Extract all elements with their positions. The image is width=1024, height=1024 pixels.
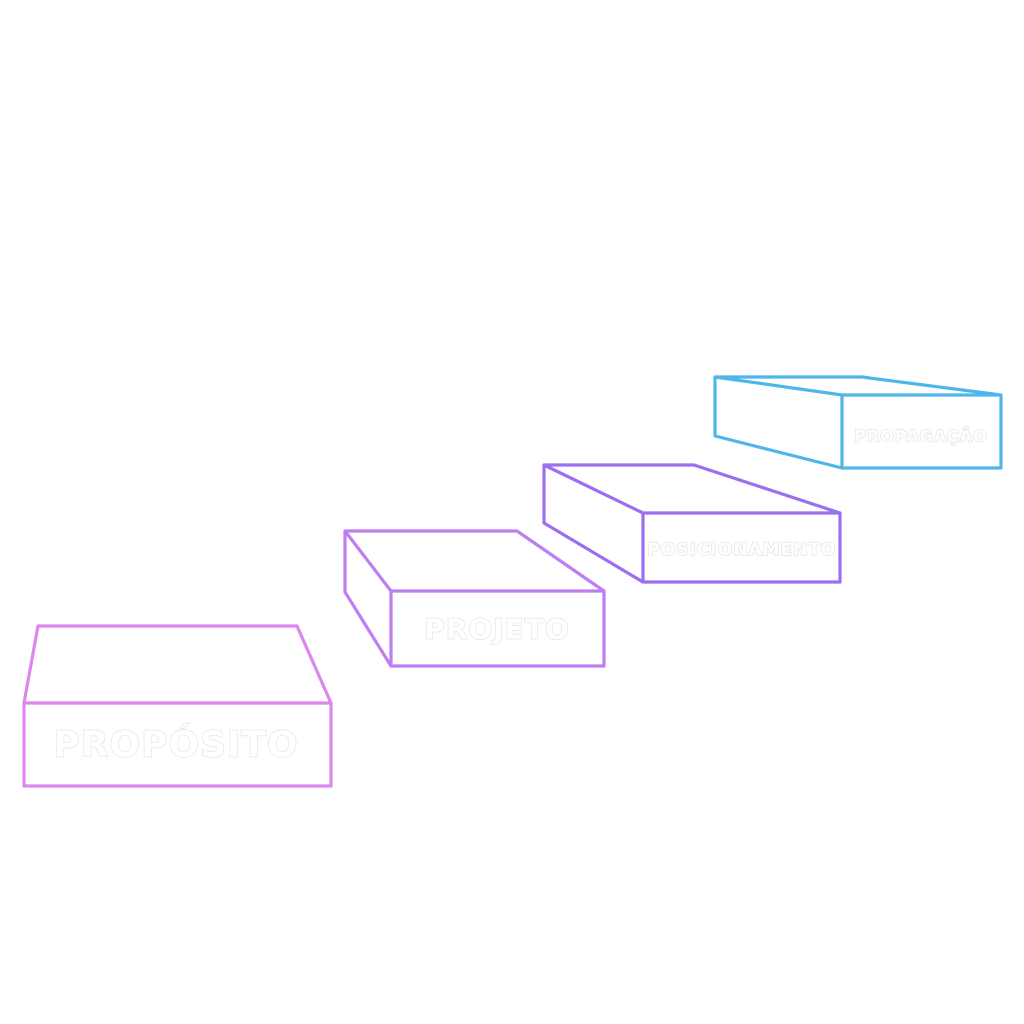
step-label: PROJETO bbox=[424, 613, 569, 646]
step-block-outline bbox=[713, 375, 1003, 470]
step-block-outline bbox=[542, 463, 842, 584]
step-block-posicionamento: POSICIONAMENTO bbox=[542, 463, 842, 584]
step-label: PROPAGAÇÃO bbox=[854, 427, 988, 446]
step-label: PROPÓSITO bbox=[53, 724, 298, 766]
step-label: POSICIONAMENTO bbox=[648, 540, 837, 560]
step-block-projeto: PROJETO bbox=[343, 529, 606, 668]
step-block-proposito: PROPÓSITO bbox=[22, 624, 333, 788]
step-block-propagacao: PROPAGAÇÃO bbox=[713, 375, 1003, 470]
step-block-outline bbox=[22, 624, 333, 788]
step-block-outline bbox=[343, 529, 606, 668]
